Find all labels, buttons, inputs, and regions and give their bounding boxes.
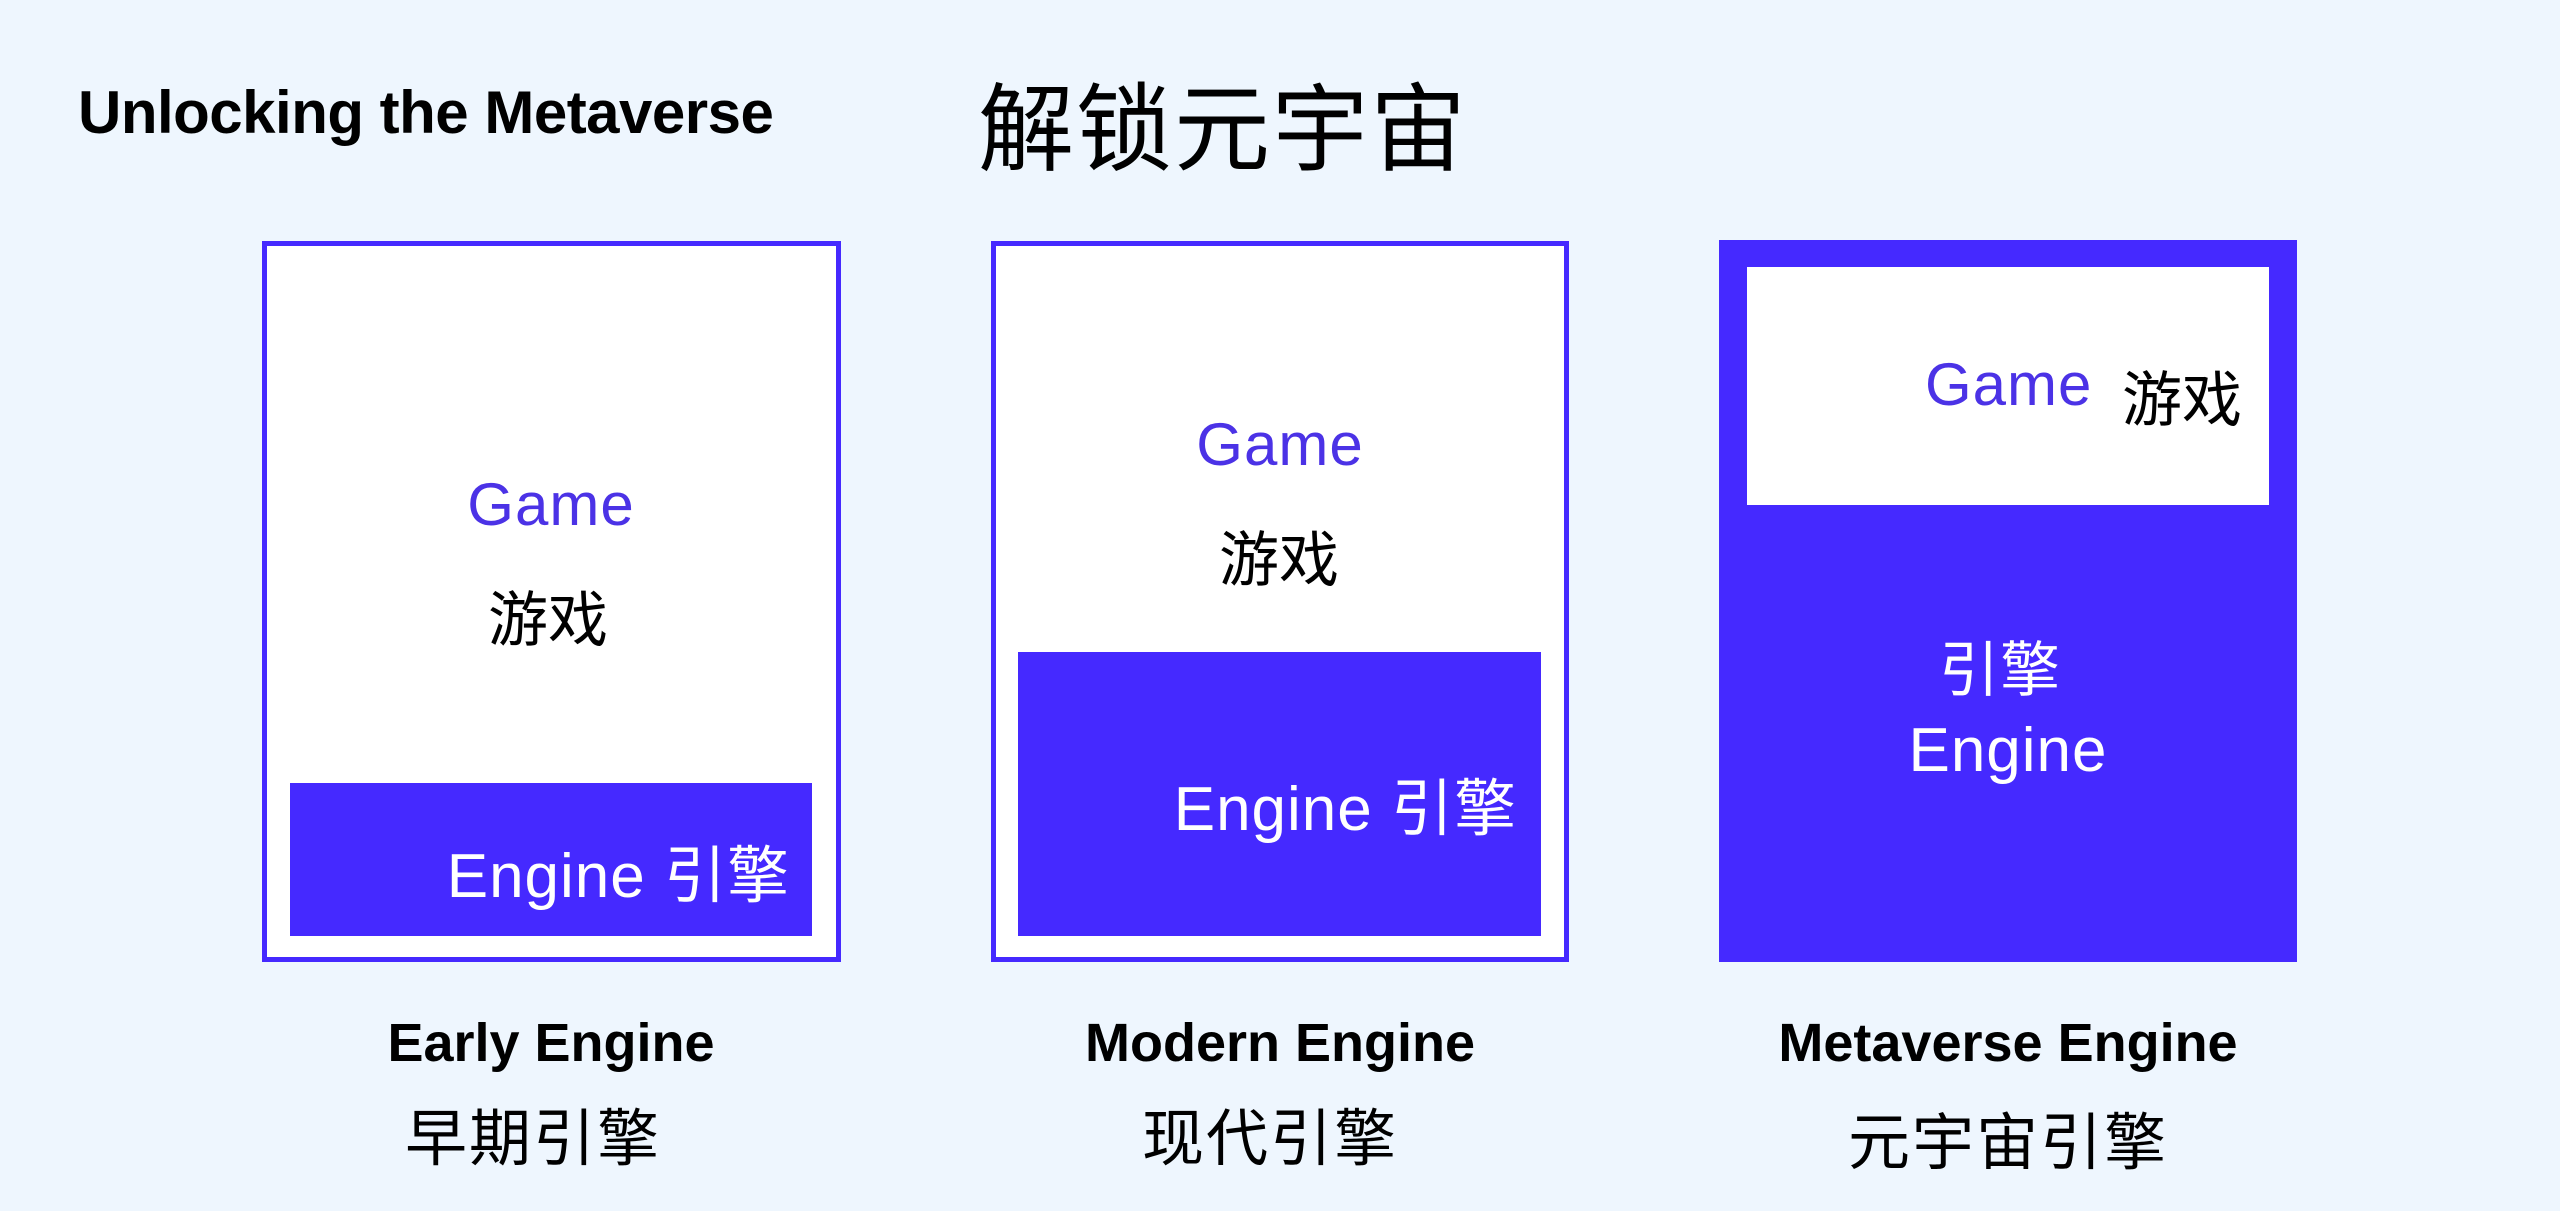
caption-metaverse-engine-zh: 元宇宙引擎 bbox=[1847, 1106, 2169, 1179]
game-label-en: Game bbox=[467, 471, 635, 538]
engine-label-en: Engine bbox=[1908, 716, 2108, 785]
caption-modern-engine-zh: 现代引擎 bbox=[1141, 1102, 1399, 1175]
engine-block bbox=[290, 783, 812, 936]
engine-label-zh: 引擎 bbox=[1939, 636, 2061, 706]
caption-metaverse-engine-en: Metaverse Engine bbox=[1778, 1013, 2238, 1073]
caption-early-engine-en: Early Engine bbox=[387, 1013, 715, 1073]
game-block bbox=[1747, 267, 2269, 505]
game-label-zh: 游戏 bbox=[488, 586, 608, 656]
engine-label: Engine 引擎 bbox=[446, 842, 790, 911]
engine-label: Engine 引擎 bbox=[1173, 775, 1517, 844]
game-label-en: Game bbox=[1925, 351, 2093, 418]
caption-modern-engine-en: Modern Engine bbox=[1085, 1013, 1475, 1073]
engine-block bbox=[1018, 652, 1541, 936]
caption-early-engine-zh: 早期引擎 bbox=[404, 1102, 662, 1175]
game-label-zh: 游戏 bbox=[1219, 526, 1339, 596]
title-chinese: 解锁元宇宙 bbox=[978, 74, 1468, 186]
game-label-en: Game bbox=[1196, 411, 1364, 478]
game-label-zh: 游戏 bbox=[2122, 366, 2242, 436]
title-english: Unlocking the Metaverse bbox=[78, 79, 774, 146]
